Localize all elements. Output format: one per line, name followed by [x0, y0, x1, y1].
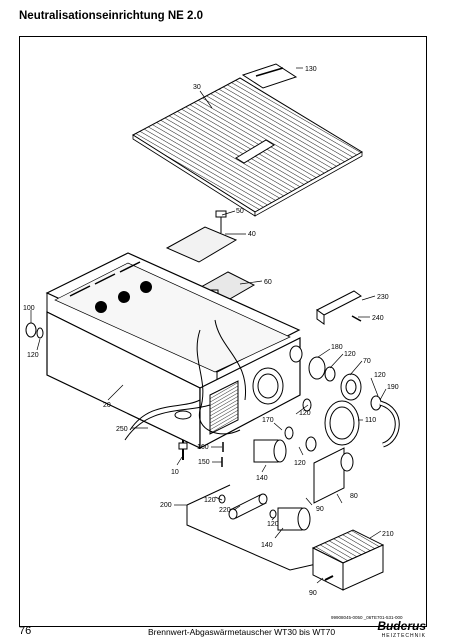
part-label: 10	[171, 469, 179, 476]
part-label: 40	[248, 231, 256, 238]
part-label: 70	[363, 358, 371, 365]
left-fittings	[25, 322, 44, 339]
part-label: 120	[299, 410, 311, 417]
part-label: 20	[103, 402, 111, 409]
pump-part	[253, 426, 294, 463]
part-label: 120	[374, 372, 386, 379]
part-label: 180	[331, 344, 343, 351]
brand-logo: Buderus HEIZTECHNIK	[366, 619, 426, 640]
part-label: 80	[350, 493, 358, 500]
cover-plate-part	[165, 210, 238, 263]
neutralisation-box-part	[311, 529, 385, 591]
part-labels: 130 30 50 40 60 230 240 100 120 180 120 …	[23, 66, 399, 597]
part-label: 120	[294, 460, 306, 467]
part-label: 120	[204, 497, 216, 504]
part-label: 30	[193, 84, 201, 91]
part-label: 230	[377, 294, 389, 301]
page-number: 76	[19, 625, 32, 637]
part-label: 210	[382, 531, 394, 538]
drawing-code: 99908045-0050 _06TE701-531-000	[331, 615, 403, 620]
part-label: 250	[116, 426, 128, 433]
rail-part	[316, 290, 362, 325]
brand-subtitle: HEIZTECHNIK	[381, 633, 426, 639]
leader-lines	[30, 67, 387, 584]
diagram-frame	[19, 36, 427, 627]
filter-cartridge-part	[218, 493, 277, 520]
screws	[174, 410, 224, 467]
part-label: 110	[365, 417, 376, 424]
part-label: 190	[387, 384, 399, 391]
footer-text: Brennwert-Abgaswärmetauscher WT30 bis WT…	[148, 627, 336, 637]
right-connectors	[289, 345, 400, 452]
part-label: 140	[261, 542, 273, 549]
part-label: 120	[267, 521, 279, 528]
part-label: 90	[309, 590, 317, 597]
part-label: 60	[264, 279, 272, 286]
second-pump-part	[277, 507, 311, 531]
cables	[124, 319, 247, 441]
page-title: Neutralisationseinrichtung NE 2.0	[19, 10, 204, 22]
lid-part	[132, 77, 363, 217]
part-label: 100	[23, 305, 35, 312]
part-label: 240	[372, 315, 384, 322]
part-label: 170	[262, 417, 274, 424]
part-label: 160	[197, 444, 209, 451]
label-plate-part	[241, 63, 298, 89]
part-label: 50	[236, 208, 244, 215]
part-label: 220	[219, 507, 231, 514]
part-label: 90	[316, 506, 324, 513]
part-label: 200	[160, 502, 172, 509]
part-label: 120	[344, 351, 356, 358]
flange-plate-part	[313, 447, 354, 504]
part-label: 140	[256, 475, 268, 482]
bracket-outline	[186, 484, 326, 571]
part-label: 150	[198, 459, 210, 466]
brand-name: Buderus	[377, 619, 426, 633]
part-label: 130	[305, 66, 317, 73]
part-label: 120	[27, 352, 39, 359]
